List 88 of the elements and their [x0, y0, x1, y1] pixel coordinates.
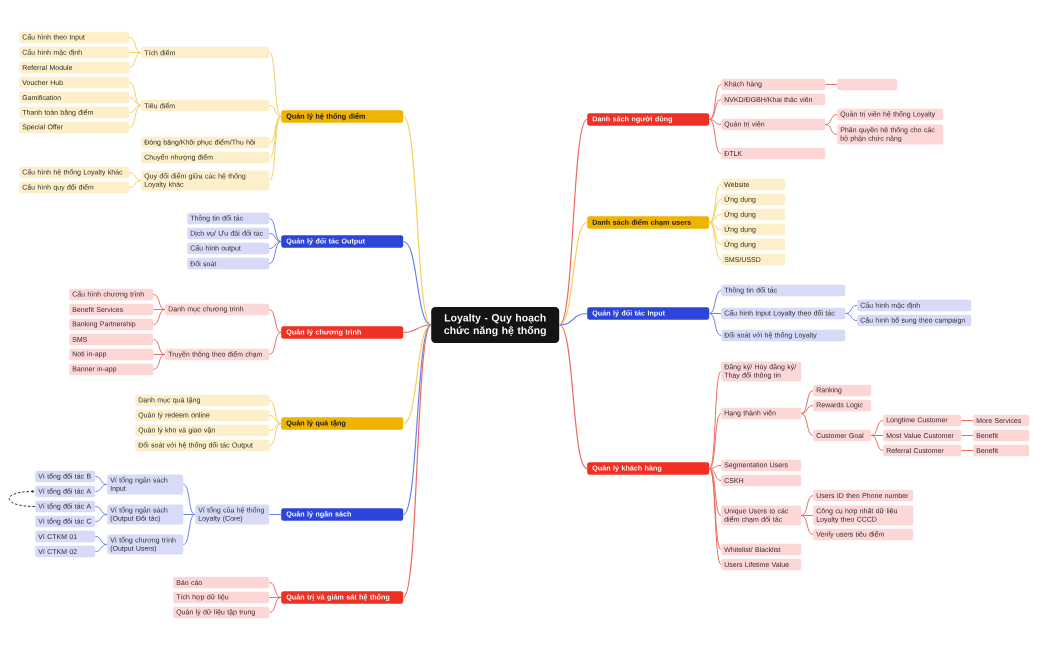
connector-line [268, 241, 282, 264]
connector-line [268, 582, 282, 598]
connector-line [960, 435, 974, 436]
connector-line [708, 214, 722, 223]
connector-line [800, 413, 814, 436]
connector-line [128, 52, 142, 53]
connector-line [152, 294, 166, 310]
connector-line [844, 305, 858, 314]
connector-line [558, 221, 588, 326]
connector-line [960, 450, 974, 451]
connector-line [708, 84, 722, 120]
connector-line [708, 199, 722, 223]
subtopic-box [837, 78, 898, 91]
connector-line [128, 105, 142, 113]
connector-line [128, 82, 142, 106]
connector-line [870, 435, 884, 451]
connector-line [268, 332, 282, 355]
connector-line [94, 506, 108, 515]
connector-line [870, 420, 884, 436]
connector-line [824, 114, 838, 125]
connector-line [800, 515, 814, 535]
connector-line [268, 597, 282, 613]
connector-line [268, 597, 282, 598]
connector-line [268, 309, 282, 333]
connector-line [94, 536, 108, 545]
connector-line [268, 514, 282, 515]
connector-line [152, 309, 166, 325]
connector-line [708, 222, 722, 260]
connector-line [708, 413, 722, 469]
connector-line [268, 415, 282, 424]
connector-line [152, 354, 166, 355]
connector-line [402, 324, 432, 334]
connector-line [268, 423, 282, 446]
connector-line [558, 118, 588, 326]
connector-line [800, 390, 814, 414]
connector-line [824, 124, 838, 135]
connector-line [182, 484, 196, 515]
connector-line [402, 240, 432, 326]
connector-line [844, 313, 858, 321]
connector-line [128, 97, 142, 106]
connector-line [268, 218, 282, 242]
dashed-arrow [8, 490, 36, 507]
connector-line [800, 405, 814, 414]
connector-line [708, 313, 722, 314]
connector-line [402, 115, 432, 326]
connector-line [268, 241, 282, 249]
connector-line [182, 514, 196, 545]
connector-line [708, 99, 722, 120]
connector-line [268, 423, 282, 431]
connector-line [94, 514, 108, 522]
connector-line [800, 495, 814, 516]
connector-line [152, 339, 166, 355]
connector-line [708, 371, 722, 469]
connector-line [960, 420, 974, 421]
connector-line [402, 324, 432, 425]
connector-line [708, 468, 722, 565]
connector-line [558, 324, 588, 470]
connector-line [558, 312, 588, 326]
connector-line [128, 180, 142, 188]
connector-line [128, 105, 142, 128]
connector-line [128, 52, 142, 68]
connector-line [708, 468, 722, 481]
central-topic-box: Loyalty - Quy hoạch chức năng hệ thống [431, 307, 560, 343]
connector-line [152, 309, 166, 310]
connector-line [708, 119, 722, 154]
connector-line [708, 184, 722, 223]
connector-line [268, 105, 282, 117]
connector-line [708, 468, 722, 516]
connector-line [94, 544, 108, 552]
connector-line [708, 290, 722, 314]
connector-line [268, 400, 282, 424]
connector-line [128, 172, 142, 181]
connector-line [824, 84, 838, 85]
connector-line [268, 116, 282, 143]
connector-line [94, 484, 108, 492]
connector-line [402, 324, 432, 599]
connector-line [708, 119, 722, 125]
connector-line [708, 222, 722, 230]
connector-line [268, 52, 282, 117]
connector-line [268, 233, 282, 242]
connector-line [128, 37, 142, 53]
connector-line [268, 116, 282, 158]
connector-line [152, 354, 166, 370]
connector-line [402, 324, 432, 516]
connector-line [268, 116, 282, 181]
connector-line [182, 514, 196, 515]
connector-line [708, 313, 722, 336]
connector-line [94, 476, 108, 485]
